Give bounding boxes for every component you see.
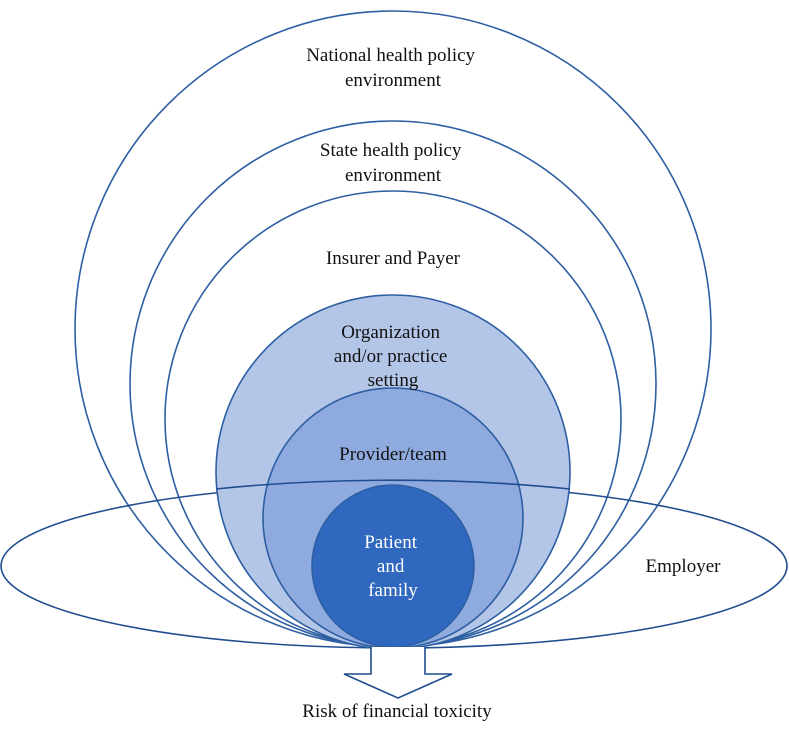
patient-label: Patient and family: [364, 532, 422, 601]
employer-ellipse-front-arc: [215, 479, 571, 490]
organization-label: Organization and/or practice setting: [334, 322, 452, 391]
down-arrow-icon: [343, 647, 453, 699]
insurer-label: Insurer and Payer: [326, 248, 461, 269]
employer-label: Employer: [646, 556, 722, 577]
state-label: State health policy environment: [320, 140, 466, 186]
national-label: National health policy environment: [306, 45, 480, 91]
provider-label: Provider/team: [339, 444, 447, 465]
outcome-label: Risk of financial toxicity: [302, 701, 492, 722]
